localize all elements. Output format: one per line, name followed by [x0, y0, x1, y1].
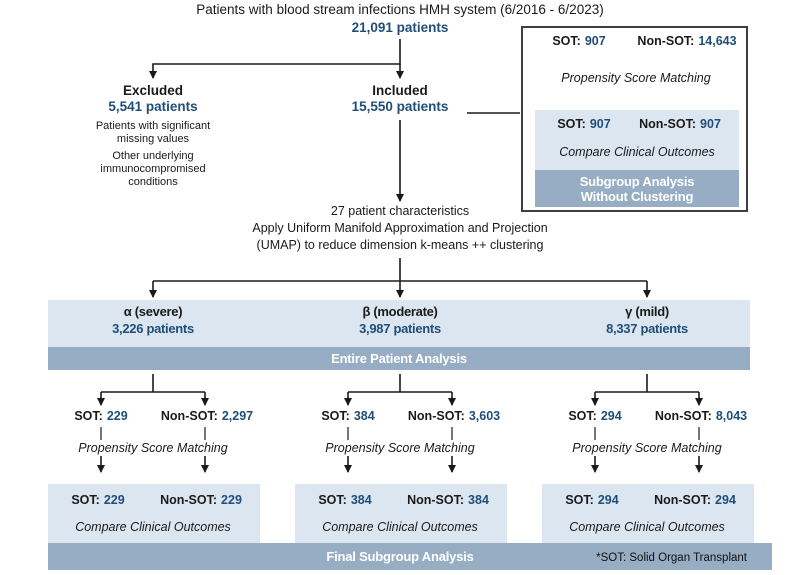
included-heading: Included	[372, 83, 428, 98]
included-count: 15,550 patients	[351, 99, 449, 114]
inset-matched-nonsot-value: 907	[700, 117, 721, 131]
inset-matched-sot-value: 907	[589, 117, 611, 131]
beta-sot-value: 384	[353, 409, 375, 423]
sot-label: SOT:	[321, 409, 350, 423]
alpha-compare-label: Compare Clinical Outcomes	[75, 520, 231, 534]
cluster-alpha-count: 3,226 patients	[112, 321, 194, 336]
nonsot-label: Non-SOT:	[407, 409, 465, 423]
gamma-sot-value: 294	[600, 409, 622, 423]
beta-matched-sot-row: SOT:384	[318, 493, 372, 508]
method-line-2: Apply Uniform Manifold Approximation and…	[252, 221, 548, 235]
sot-label: SOT:	[71, 493, 100, 507]
entire-analysis-banner: Entire Patient Analysis	[48, 347, 750, 370]
gamma-nonsot-value: 8,043	[715, 409, 748, 423]
inset-matched-sot-row: SOT:907	[557, 117, 611, 132]
column-alpha-connectors	[97, 374, 209, 473]
inset-banner-line-1: Subgroup Analysis	[579, 173, 695, 189]
entire-analysis-banner-label: Entire Patient Analysis	[331, 351, 467, 366]
gamma-sot-row: SOT:294	[568, 409, 622, 424]
sot-label: SOT:	[552, 34, 581, 48]
excluded-reason-1: Patients with significant missing values	[95, 120, 211, 146]
inset-banner-line-2: Without Clustering	[580, 188, 694, 204]
nonsot-label: Non-SOT:	[160, 493, 218, 507]
inset-matched-box	[535, 110, 739, 170]
beta-compare-label: Compare Clinical Outcomes	[322, 520, 478, 534]
inset-nonsot-row: Non-SOT:14,643	[637, 34, 737, 49]
inset-matched-nonsot-row: Non-SOT:907	[639, 117, 721, 132]
beta-nonsot-value: 3,603	[468, 409, 501, 423]
alpha-sot-row: SOT:229	[74, 409, 128, 424]
nonsot-label: Non-SOT:	[639, 117, 697, 131]
cluster-gamma-name: γ (mild)	[625, 304, 669, 319]
beta-sot-row: SOT:384	[321, 409, 375, 424]
inset-compare-label: Compare Clinical Outcomes	[559, 145, 715, 159]
beta-psm-label: Propensity Score Matching	[325, 441, 475, 455]
inset-nonsot-value: 14,643	[698, 34, 737, 48]
no-clustering-inset-box: SOT:907 Non-SOT:14,643 Propensity Score …	[521, 26, 748, 212]
inset-banner-text: Subgroup Analysis Without Clustering	[580, 174, 695, 204]
excluded-heading: Excluded	[122, 83, 184, 98]
alpha-sot-value: 229	[106, 409, 128, 423]
alpha-matched-sot-value: 229	[103, 493, 125, 507]
top-split-connectors	[149, 39, 651, 298]
gamma-nonsot-row: Non-SOT:8,043	[654, 409, 748, 424]
alpha-nonsot-row: Non-SOT:2,297	[160, 409, 254, 424]
cluster-alpha-name: α (severe)	[123, 304, 183, 319]
nonsot-label: Non-SOT:	[654, 493, 712, 507]
cluster-beta-name: β (moderate)	[362, 304, 438, 319]
sot-footnote: *SOT: Solid Organ Transplant	[596, 552, 747, 564]
alpha-matched-nonsot-row: Non-SOT:229	[160, 493, 242, 508]
inset-banner: Subgroup Analysis Without Clustering	[535, 170, 739, 207]
inset-sot-value: 907	[584, 34, 606, 48]
gamma-compare-label: Compare Clinical Outcomes	[569, 520, 725, 534]
gamma-matched-sot-value: 294	[597, 493, 619, 507]
method-line-1: 27 patient characteristics	[330, 204, 470, 218]
gamma-matched-nonsot-value: 294	[715, 493, 736, 507]
page-title: Patients with blood stream infections HM…	[196, 2, 604, 17]
nonsot-label: Non-SOT:	[160, 409, 218, 423]
sot-label: SOT:	[318, 493, 347, 507]
alpha-matched-sot-row: SOT:229	[71, 493, 125, 508]
cluster-band	[48, 300, 750, 347]
gamma-matched-nonsot-row: Non-SOT:294	[654, 493, 736, 508]
beta-nonsot-row: Non-SOT:3,603	[407, 409, 501, 424]
column-beta-connectors	[344, 374, 456, 473]
sot-label: SOT:	[74, 409, 103, 423]
beta-matched-sot-value: 384	[350, 493, 372, 507]
beta-matched-nonsot-value: 384	[468, 493, 489, 507]
nonsot-label: Non-SOT:	[654, 409, 712, 423]
alpha-matched-box	[48, 484, 260, 543]
method-line-3: (UMAP) to reduce dimension k-means ++ cl…	[256, 238, 544, 252]
alpha-matched-nonsot-value: 229	[221, 493, 242, 507]
nonsot-label: Non-SOT:	[407, 493, 465, 507]
sot-label: SOT:	[557, 117, 586, 131]
excluded-reason-2: Other underlying immunocompromised condi…	[100, 150, 206, 189]
excluded-count: 5,541 patients	[108, 99, 198, 114]
cluster-beta-count: 3,987 patients	[359, 321, 441, 336]
sot-label: SOT:	[565, 493, 594, 507]
total-patients-count: 21,091 patients	[351, 20, 449, 35]
alpha-psm-label: Propensity Score Matching	[78, 441, 228, 455]
inset-psm-label: Propensity Score Matching	[561, 71, 711, 85]
nonsot-label: Non-SOT:	[637, 34, 695, 48]
final-subgroup-banner-label: Final Subgroup Analysis	[326, 549, 474, 564]
gamma-matched-box	[542, 484, 754, 543]
sot-label: SOT:	[568, 409, 597, 423]
cluster-gamma-count: 8,337 patients	[606, 321, 688, 336]
column-gamma-connectors	[591, 374, 703, 473]
alpha-nonsot-value: 2,297	[221, 409, 254, 423]
inset-sot-row: SOT:907	[552, 34, 606, 49]
beta-matched-nonsot-row: Non-SOT:384	[407, 493, 489, 508]
final-subgroup-banner	[48, 543, 772, 570]
beta-matched-box	[295, 484, 507, 543]
gamma-matched-sot-row: SOT:294	[565, 493, 619, 508]
gamma-psm-label: Propensity Score Matching	[572, 441, 722, 455]
